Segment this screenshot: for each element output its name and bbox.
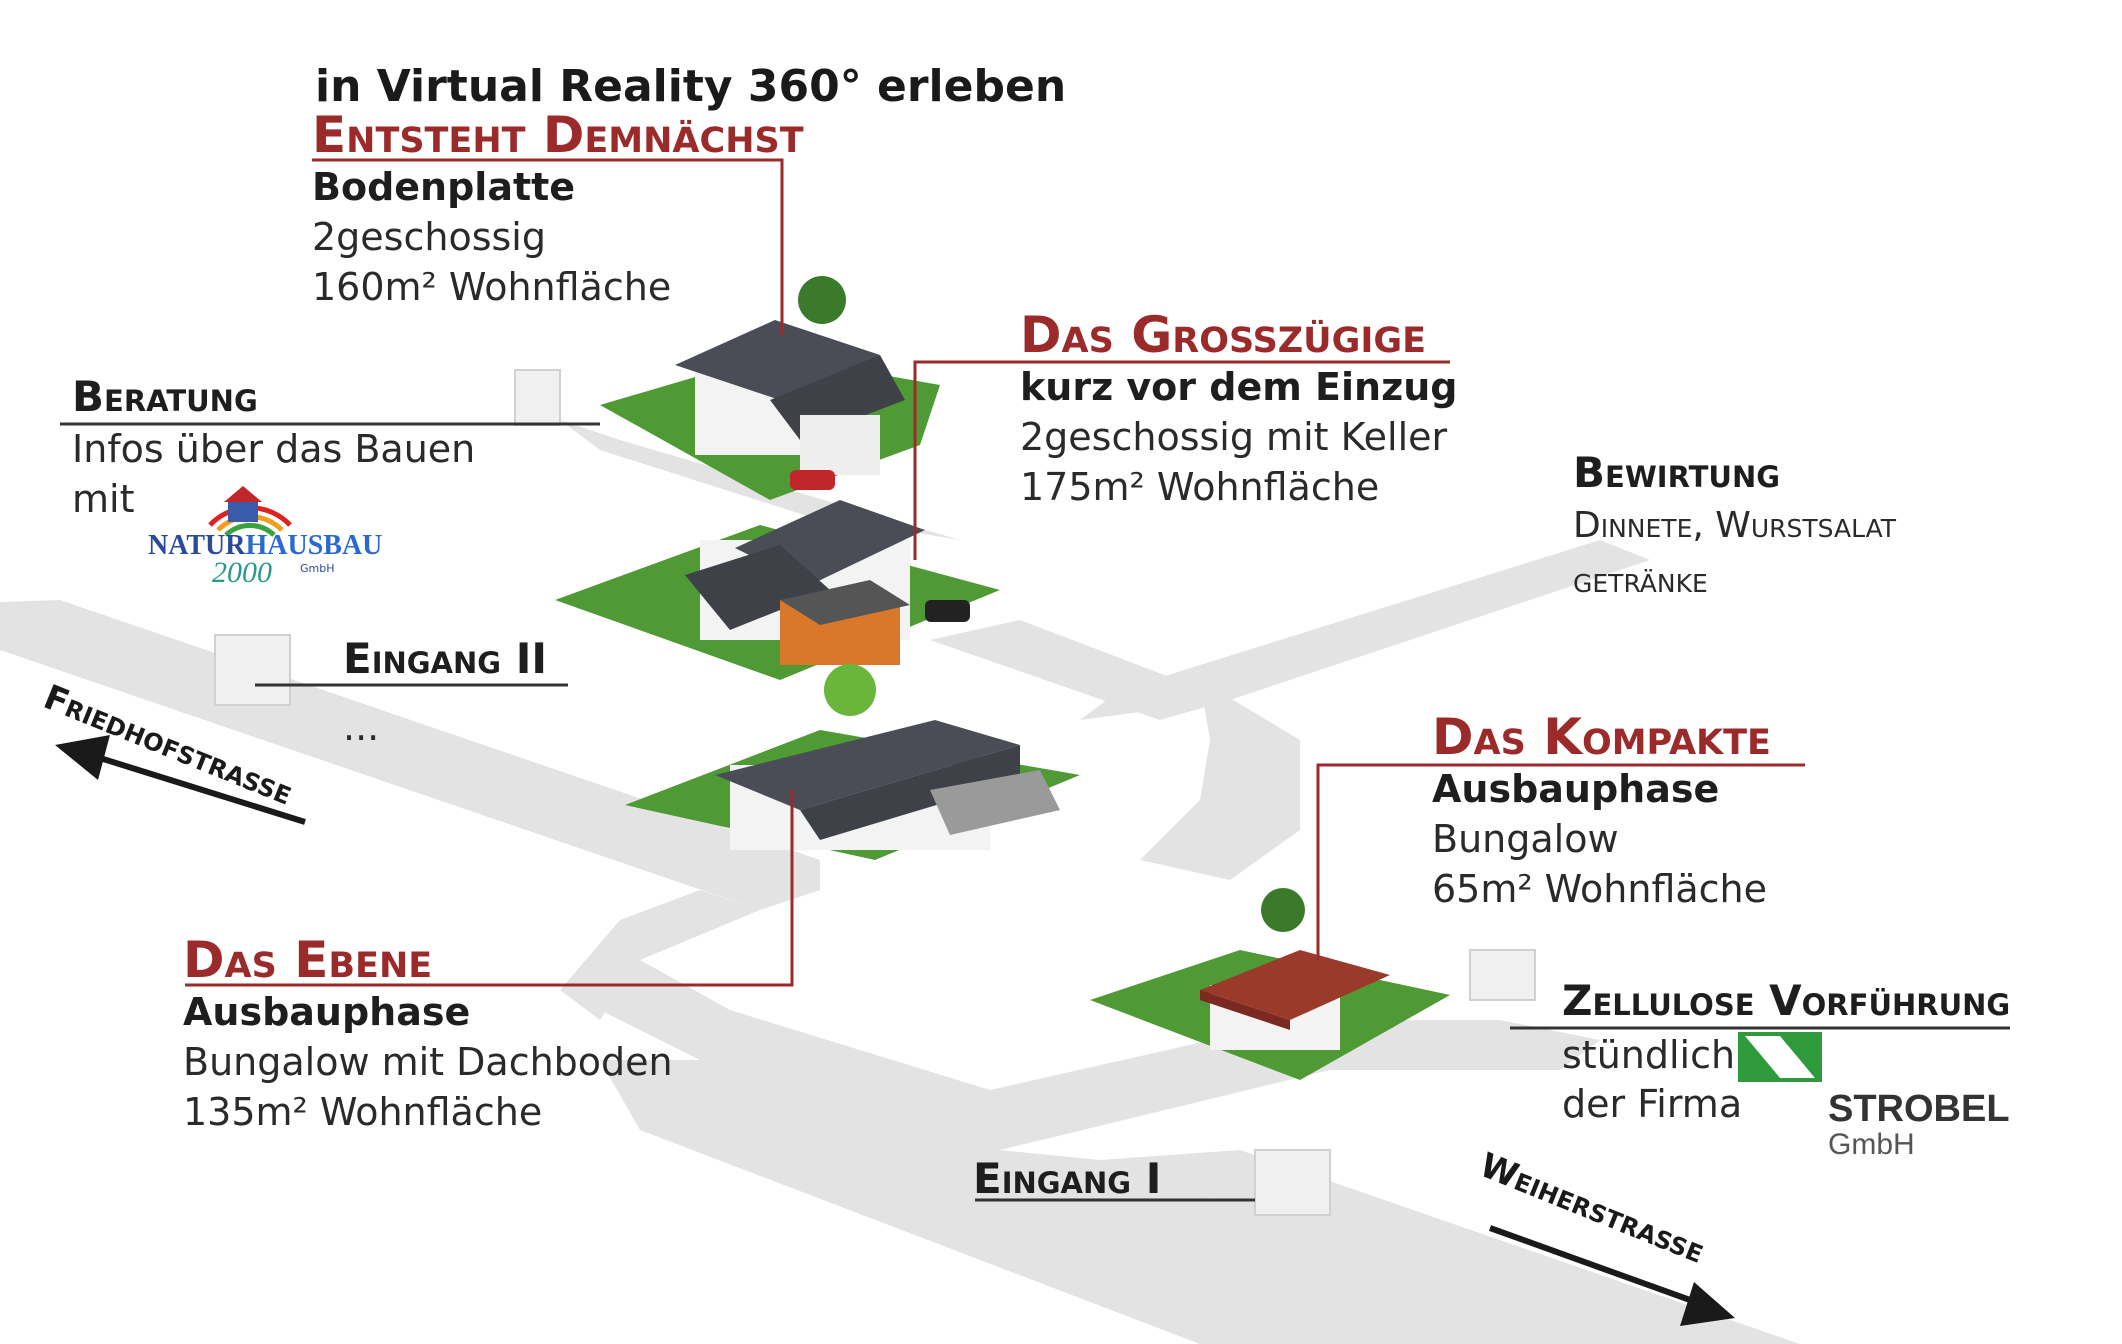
sign-eingang-1: [1254, 1149, 1331, 1216]
naturhausbau-gmbh: GmbH: [300, 562, 335, 575]
road-friedhofstrasse: [0, 600, 820, 910]
roads: [0, 420, 1800, 1344]
headline: in Virtual Reality 360° erleben: [315, 61, 1067, 112]
bewirtung-line1: Dinnete, Wurstsalat: [1573, 505, 1897, 546]
house-kompakte-title: Das Kompakte: [1432, 708, 1771, 766]
house-entsteht-line2: 160m² Wohnfläche: [312, 265, 672, 309]
naturhausbau-part1: NATUR: [148, 530, 246, 561]
arrow-friedhofstrasse: [55, 735, 306, 825]
house-kompakte-line2: 65m² Wohnfläche: [1432, 867, 1768, 911]
road-cross: [1080, 540, 1650, 720]
beratung-title: Beratung: [72, 372, 258, 421]
leader-entsteht: [312, 158, 784, 335]
road-curve: [1140, 680, 1300, 880]
signs: [214, 369, 1536, 1216]
house-ebene-title: Das Ebene: [183, 931, 433, 989]
sign-zellulose: [1469, 949, 1536, 1001]
naturhausbau-year: 2000: [212, 556, 272, 589]
leader-ebene: [185, 790, 794, 987]
house-entsteht-status: Bodenplatte: [312, 165, 576, 209]
naturhausbau-logo-icon: [208, 486, 292, 537]
tree-icon: [798, 276, 846, 324]
beratung-line2: mit: [72, 477, 135, 521]
house-ebene-line2: 135m² Wohnfläche: [183, 1090, 543, 1134]
house-kompakte-status: Ausbauphase: [1432, 767, 1720, 811]
leader-kompakte: [1316, 763, 1805, 960]
arrow-left-icon: [55, 735, 110, 780]
tree-icon: [824, 664, 876, 716]
house-kompakte-line1: Bungalow: [1432, 817, 1619, 861]
strobel-logo-icon: [1738, 1032, 1822, 1082]
zellulose-line1: stündlich: [1562, 1033, 1736, 1077]
arrow-weiherstrasse: [1488, 1225, 1735, 1326]
house-grosszuegige-line1: 2geschossig mit Keller: [1020, 415, 1448, 459]
eingang-2-sub: ...: [343, 705, 380, 749]
house-kompakte: [1200, 888, 1390, 1050]
house-entsteht: [675, 276, 905, 490]
zellulose-line2: der Firma: [1562, 1082, 1743, 1126]
beratung-line1: Infos über das Bauen: [72, 427, 476, 471]
strobel-name: STROBEL: [1828, 1088, 2010, 1130]
house-grosszuegige: [685, 500, 970, 716]
sign-beratung: [514, 369, 561, 426]
zellulose-title: Zellulose Vorführung: [1562, 976, 2011, 1025]
strobel-suffix: GmbH: [1828, 1128, 1915, 1161]
naturhausbau-wordmark: NATURHAUSBAU: [148, 530, 382, 562]
house-entsteht-line1: 2geschossig: [312, 215, 546, 259]
house-grosszuegige-line2: 175m² Wohnfläche: [1020, 465, 1380, 509]
road-left-bend: [560, 890, 760, 1020]
arrow-right-icon: [1680, 1282, 1735, 1326]
house-ebene-status: Ausbauphase: [183, 990, 471, 1034]
house-ebene-line1: Bungalow mit Dachboden: [183, 1040, 673, 1084]
bewirtung-title: Bewirtung: [1573, 448, 1781, 497]
road-main: [560, 960, 1330, 1150]
house-grosszuegige-title: Das Grosszügige: [1020, 306, 1426, 364]
house-ebene: [715, 720, 1060, 850]
eingang-2-title: Eingang II: [343, 634, 547, 683]
house-entsteht-title: Entsteht Demnächst: [312, 106, 804, 164]
sign-eingang-2: [214, 634, 291, 706]
eingang-1-title: Eingang I: [973, 1154, 1162, 1203]
road-lower: [600, 1060, 1640, 1344]
house-grosszuegige-status: kurz vor dem Einzug: [1020, 365, 1458, 409]
leader-lines: [60, 158, 2010, 1202]
leader-grosszuegige: [913, 360, 1450, 560]
tree-icon: [1261, 888, 1305, 932]
bewirtung-line2: getränke: [1573, 560, 1708, 601]
naturhausbau-part2: HAUSBAU: [245, 530, 383, 561]
